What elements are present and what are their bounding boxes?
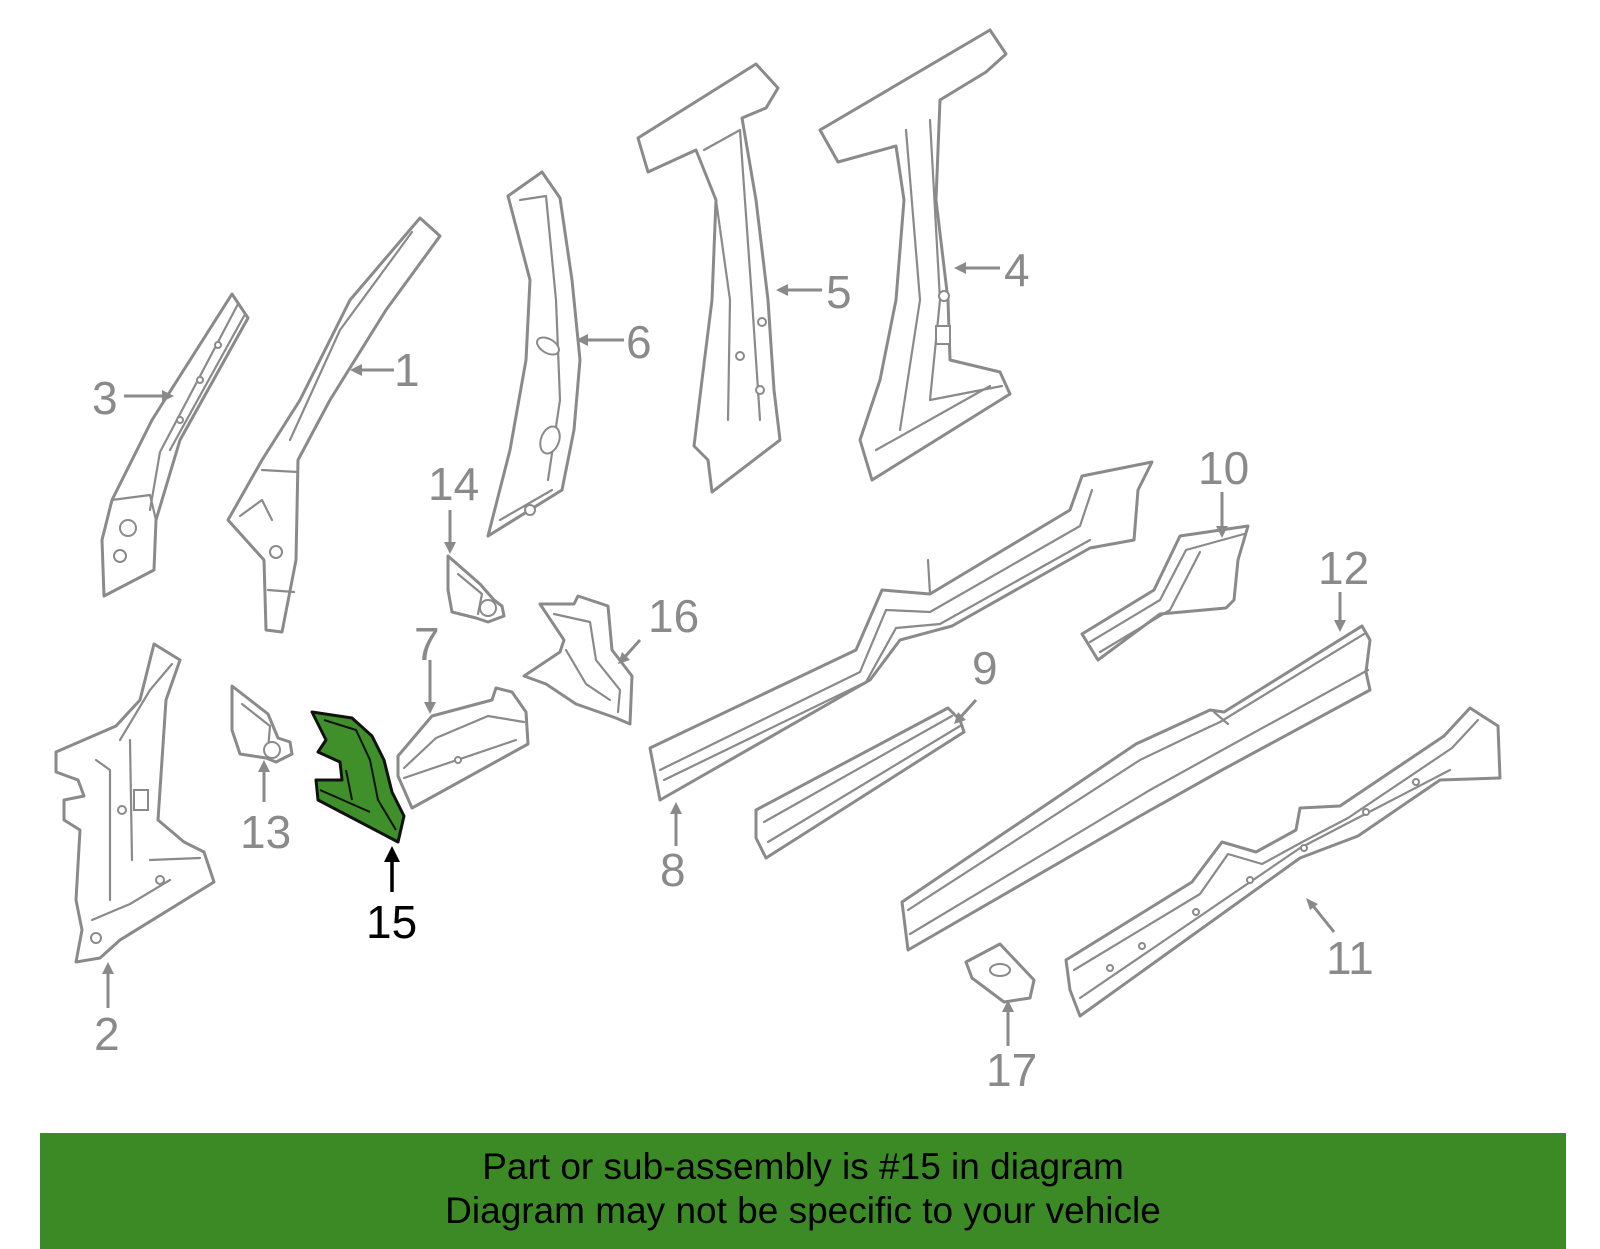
info-banner: Part or sub-assembly is #15 in diagram D… (40, 1133, 1566, 1249)
part-11 (1064, 706, 1502, 1018)
callout-8: 8 (660, 844, 686, 896)
callout-13: 13 (240, 806, 291, 858)
part-17 (964, 942, 1036, 1004)
part-10 (1080, 524, 1250, 662)
part-15-highlighted (310, 710, 406, 844)
callout-2: 2 (94, 1008, 120, 1060)
part-4 (818, 28, 1012, 482)
callout-3: 3 (92, 372, 118, 424)
callout-5: 5 (826, 266, 852, 318)
part-8 (648, 460, 1154, 802)
part-3 (100, 292, 250, 598)
banner-line-part: Part or sub-assembly is #15 in diagram (482, 1146, 1124, 1187)
callout-9: 9 (972, 642, 998, 694)
banner-line-disclaimer: Diagram may not be specific to your vehi… (445, 1190, 1161, 1231)
part-16 (522, 594, 634, 726)
part-13 (230, 684, 294, 764)
part-12 (900, 624, 1372, 952)
parts-diagram: 3 1 6 5 4 14 10 12 16 7 9 13 8 11 2 17 1… (54, 28, 1502, 1096)
part-1 (226, 216, 442, 634)
part-2 (54, 642, 216, 964)
leader-lines (102, 262, 1346, 1046)
callout-11: 11 (1326, 932, 1374, 984)
callout-labels: 3 1 6 5 4 14 10 12 16 7 9 13 8 11 2 17 1… (92, 244, 1374, 1096)
part-7 (396, 686, 530, 810)
callout-16: 16 (648, 590, 699, 642)
callout-15-highlighted: 15 (366, 896, 417, 948)
callout-6: 6 (626, 316, 652, 368)
callout-17: 17 (986, 1044, 1037, 1096)
callout-1: 1 (394, 344, 420, 396)
part-14 (446, 554, 506, 624)
leader-15 (384, 846, 400, 892)
part-6 (486, 170, 582, 538)
part-9 (754, 706, 966, 860)
callout-12: 12 (1318, 542, 1369, 594)
callout-4: 4 (1004, 244, 1030, 296)
callout-10: 10 (1198, 442, 1249, 494)
callout-14: 14 (428, 458, 479, 510)
callout-7: 7 (414, 618, 440, 670)
part-5 (636, 62, 782, 494)
